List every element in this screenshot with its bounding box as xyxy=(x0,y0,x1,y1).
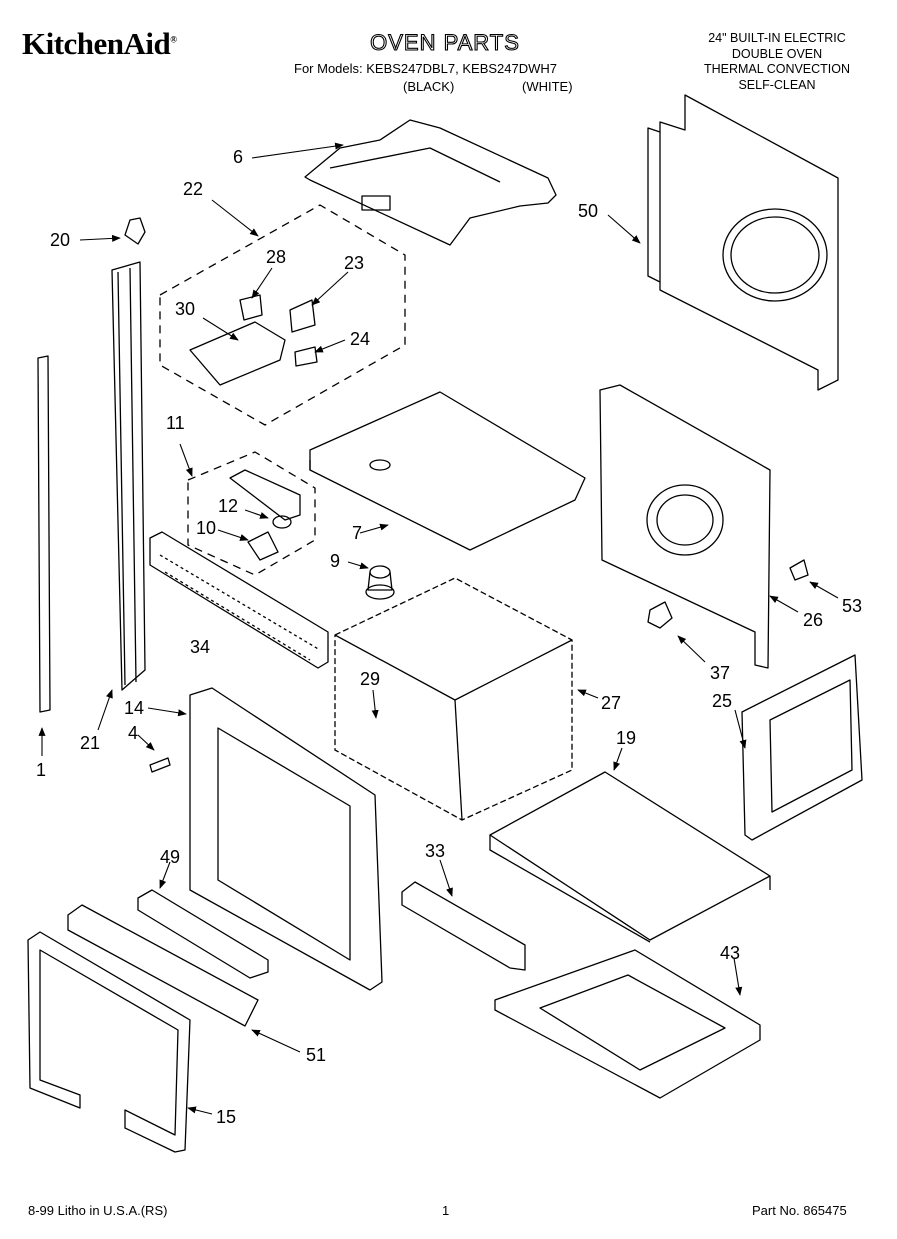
registered-mark: ® xyxy=(170,34,177,45)
part-7-oven-top xyxy=(309,391,586,551)
part-label: 37 xyxy=(710,663,731,683)
part-1-strip xyxy=(37,355,51,713)
part-label: 4 xyxy=(128,723,139,743)
part-label: 24 xyxy=(350,329,371,349)
part-27-oven-cavity xyxy=(334,577,573,821)
part-11-components xyxy=(229,469,301,561)
part-label: 29 xyxy=(360,669,381,689)
part-37 xyxy=(647,601,673,629)
part-4-screw xyxy=(149,757,171,773)
part-21-side-trim xyxy=(111,261,146,691)
part-43-bottom-frame xyxy=(494,949,761,1099)
part-label: 19 xyxy=(616,728,637,748)
part-50-rear-panel xyxy=(647,94,839,391)
part-14-front-frame xyxy=(189,687,383,991)
part-label: 1 xyxy=(36,760,47,780)
footer-litho: 8-99 Litho in U.S.A.(RS) xyxy=(28,1203,168,1218)
color-white: (WHITE) xyxy=(522,79,573,94)
part-label: 26 xyxy=(803,610,824,630)
page-number: 1 xyxy=(442,1203,450,1218)
part-label: 7 xyxy=(352,523,363,543)
part-label: 9 xyxy=(330,551,341,571)
part-label: 10 xyxy=(196,518,217,538)
part-51-vent-trim xyxy=(67,904,259,1027)
part-49-trim xyxy=(137,889,269,979)
part-label: 27 xyxy=(601,693,622,713)
part-label: 33 xyxy=(425,841,446,861)
part-label: 25 xyxy=(712,691,733,711)
part-25-side-panel xyxy=(741,654,863,841)
part-11-dashed-group xyxy=(187,451,316,576)
part-9-fan-motor xyxy=(365,565,395,600)
part-34-control-strip xyxy=(149,531,329,669)
part-label: 50 xyxy=(578,201,599,221)
part-label: 43 xyxy=(720,943,741,963)
leader-lines xyxy=(38,142,839,1115)
part-20 xyxy=(124,217,146,245)
part-label: 34 xyxy=(190,637,211,657)
part-label: 14 xyxy=(124,698,145,718)
part-label: 12 xyxy=(218,496,239,516)
brand-logo: KitchenAid® xyxy=(22,26,177,62)
page-title: OVEN PARTS xyxy=(370,29,520,55)
color-black: (BLACK) xyxy=(403,79,455,94)
brand-name: KitchenAid xyxy=(22,26,171,61)
spec-line: THERMAL CONVECTION xyxy=(703,62,851,76)
part-19-bottom-panel xyxy=(489,771,771,943)
part-22-components xyxy=(189,294,318,386)
part-label: 22 xyxy=(183,179,204,199)
part-6-top-cover xyxy=(304,119,557,246)
part-label: 6 xyxy=(233,147,244,167)
part-15-gasket xyxy=(27,931,191,1153)
spec-line: SELF-CLEAN xyxy=(738,77,816,92)
part-label: 28 xyxy=(266,247,287,267)
product-spec: 24" BUILT-IN ELECTRIC DOUBLE OVEN THERMA… xyxy=(672,31,882,93)
part-label: 15 xyxy=(216,1107,237,1127)
models-line: For Models: KEBS247DBL7, KEBS247DWH7 xyxy=(294,61,558,76)
part-label: 20 xyxy=(50,230,71,250)
part-22-dashed-group xyxy=(159,204,406,426)
part-label: 23 xyxy=(344,253,365,273)
spec-line: 24" BUILT-IN ELECTRIC xyxy=(708,31,846,45)
part-label: 49 xyxy=(160,847,181,867)
part-33-trim xyxy=(401,881,526,971)
spec-line: DOUBLE OVEN xyxy=(731,46,823,61)
part-label: 11 xyxy=(166,413,185,433)
part-26-side-panel xyxy=(599,384,771,669)
part-label: 30 xyxy=(175,299,196,319)
part-label: 21 xyxy=(80,733,101,753)
part-53 xyxy=(789,559,809,581)
part-label: 51 xyxy=(306,1045,327,1065)
part-number: Part No. 865475 xyxy=(752,1203,847,1218)
part-label: 53 xyxy=(842,596,863,616)
